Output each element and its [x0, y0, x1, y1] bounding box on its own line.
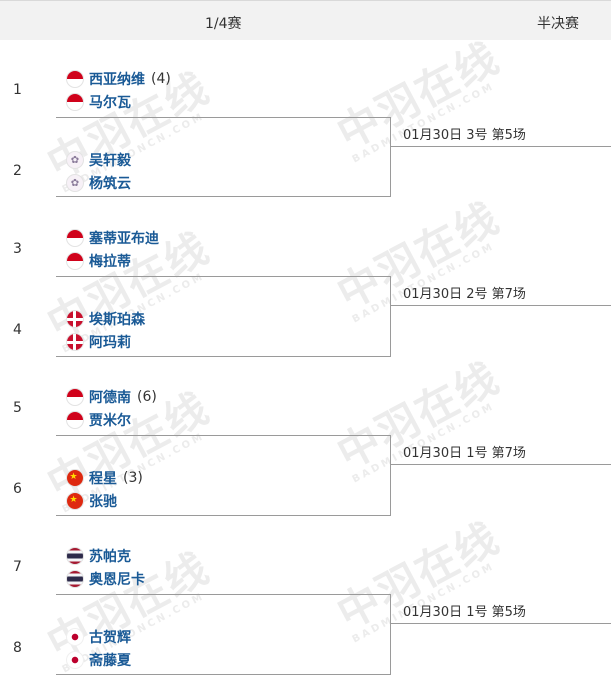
player-entry[interactable]: 马尔瓦 [66, 92, 131, 112]
match-number: 7 [13, 559, 22, 575]
bracket-line [56, 356, 391, 357]
country-flag-icon [66, 252, 84, 270]
player-name-link[interactable]: 马尔瓦 [89, 95, 131, 111]
player-name-link[interactable]: 奥恩尼卡 [89, 572, 145, 588]
bracket-line [390, 146, 611, 147]
seed-number: (3) [123, 470, 143, 486]
country-flag-icon [66, 492, 84, 510]
player-entry[interactable]: 古贺辉 [66, 627, 131, 647]
player-entry[interactable]: 阿玛莉 [66, 332, 131, 352]
player-name-link[interactable]: 埃斯珀森 [89, 312, 145, 328]
player-name-link[interactable]: 古贺辉 [89, 630, 131, 646]
bracket-line [56, 276, 391, 277]
watermark-subtext: BADMINTONCN.COM [350, 240, 497, 326]
country-flag-icon [66, 93, 84, 111]
player-entry[interactable]: 杨筑云 [66, 173, 131, 193]
match-number: 6 [13, 481, 22, 497]
round-header: 1/4赛 半决赛 [0, 0, 611, 40]
semifinal-schedule: 01月30日 1号 第5场 [403, 605, 526, 620]
player-name-link[interactable]: 阿德南 [89, 390, 131, 406]
match-number: 2 [13, 163, 22, 179]
match-number: 1 [13, 82, 22, 98]
player-entry[interactable]: 斋藤夏 [66, 650, 131, 670]
country-flag-icon [66, 388, 84, 406]
bracket-line [56, 674, 391, 675]
semifinal-schedule: 01月30日 2号 第7场 [403, 287, 526, 302]
watermark-subtext: BADMINTONCN.COM [350, 400, 497, 486]
player-entry[interactable]: 张驰 [66, 491, 117, 511]
player-entry[interactable]: 贾米尔 [66, 410, 131, 430]
match-number: 8 [13, 640, 22, 656]
semifinal-schedule: 01月30日 1号 第7场 [403, 446, 526, 461]
round-label-quarterfinal: 1/4赛 [205, 16, 242, 32]
seed-number: (6) [137, 389, 157, 405]
country-flag-icon [66, 469, 84, 487]
player-name-link[interactable]: 塞蒂亚布迪 [89, 231, 159, 247]
player-entry[interactable]: 阿德南 (6) [66, 387, 157, 407]
player-name-link[interactable]: 西亚纳维 [89, 72, 145, 88]
player-entry[interactable]: 埃斯珀森 [66, 309, 145, 329]
player-entry[interactable]: 塞蒂亚布迪 [66, 228, 159, 248]
player-entry[interactable]: 西亚纳维 (4) [66, 69, 171, 89]
match-number: 4 [13, 322, 22, 338]
player-name-link[interactable]: 贾米尔 [89, 413, 131, 429]
bracket-line [56, 515, 391, 516]
match-number: 5 [13, 400, 22, 416]
bracket-line [390, 276, 391, 357]
bracket-line [390, 117, 391, 197]
player-name-link[interactable]: 阿玛莉 [89, 335, 131, 351]
player-name-link[interactable]: 苏帕克 [89, 549, 131, 565]
bracket-line [390, 305, 611, 306]
bracket-line [390, 435, 391, 516]
country-flag-icon [66, 570, 84, 588]
country-flag-icon [66, 411, 84, 429]
bracket-line [56, 196, 391, 197]
country-flag-icon [66, 547, 84, 565]
player-name-link[interactable]: 斋藤夏 [89, 653, 131, 669]
bracket-line [56, 435, 391, 436]
country-flag-icon [66, 310, 84, 328]
match-number: 3 [13, 241, 22, 257]
player-name-link[interactable]: 程星 [89, 471, 117, 487]
bracket-line [390, 594, 391, 675]
player-entry[interactable]: 梅拉蒂 [66, 251, 131, 271]
country-flag-icon [66, 333, 84, 351]
watermark-subtext: BADMINTONCN.COM [350, 560, 497, 646]
bracket-line [390, 623, 611, 624]
watermark-subtext: BADMINTONCN.COM [350, 80, 497, 166]
country-flag-icon [66, 229, 84, 247]
seed-number: (4) [151, 71, 171, 87]
semifinal-schedule: 01月30日 3号 第5场 [403, 128, 526, 143]
bracket-line [390, 464, 611, 465]
country-flag-icon [66, 151, 84, 169]
player-entry[interactable]: 苏帕克 [66, 546, 131, 566]
country-flag-icon [66, 628, 84, 646]
bracket-line [56, 117, 391, 118]
player-name-link[interactable]: 梅拉蒂 [89, 254, 131, 270]
player-name-link[interactable]: 杨筑云 [89, 176, 131, 192]
country-flag-icon [66, 651, 84, 669]
player-name-link[interactable]: 吴轩毅 [89, 153, 131, 169]
bracket-line [56, 594, 391, 595]
player-entry[interactable]: 程星 (3) [66, 468, 143, 488]
player-entry[interactable]: 吴轩毅 [66, 150, 131, 170]
country-flag-icon [66, 70, 84, 88]
round-label-semifinal: 半决赛 [537, 16, 579, 32]
player-entry[interactable]: 奥恩尼卡 [66, 569, 145, 589]
country-flag-icon [66, 174, 84, 192]
player-name-link[interactable]: 张驰 [89, 494, 117, 510]
